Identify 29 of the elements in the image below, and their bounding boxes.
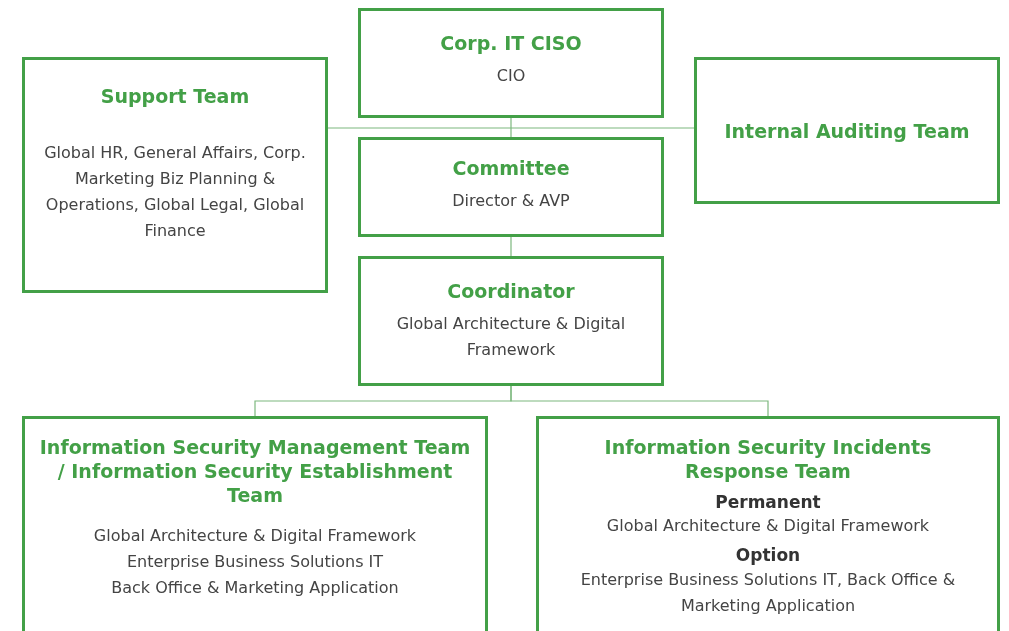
- org-box: [22, 416, 488, 631]
- connector-line: [510, 117, 512, 138]
- connector-line: [510, 385, 769, 417]
- subheading: Option: [735, 544, 801, 567]
- connector-line: [327, 127, 695, 129]
- box-title: Support Team: [100, 84, 250, 108]
- box-text: Global Architecture & Digital Framework: [606, 515, 930, 537]
- box-title: Corp. IT CISO: [440, 31, 582, 55]
- box-title: Committee: [452, 156, 570, 180]
- org-box: [358, 256, 664, 386]
- connector-line: [510, 236, 512, 257]
- org-box: [358, 137, 664, 237]
- subheading: Permanent: [715, 491, 821, 513]
- box-text: Enterprise Business Solutions IT: [126, 551, 384, 573]
- org-box: [694, 57, 1000, 204]
- box-text: CIO: [496, 65, 526, 87]
- org-box: [536, 416, 1000, 631]
- box-text: Global Architecture & Digital Framework: [395, 313, 627, 361]
- box-text: Back Office & Marketing Application: [111, 577, 399, 599]
- box-title: Coordinator: [447, 279, 575, 303]
- box-text: Global Architecture & Digital Framework: [93, 525, 417, 547]
- box-title: Information Security Incidents Response Team: [603, 435, 933, 483]
- box-text: Director & AVP: [452, 190, 570, 212]
- org-box: [22, 57, 328, 293]
- box-title: Information Security Management Team / Information Security Establishment Team: [38, 435, 472, 507]
- box-text: Enterprise Business Solutions IT, Back Office & Marketing Application: [579, 569, 957, 617]
- box-title: Internal Auditing Team: [724, 118, 970, 143]
- org-box: [358, 8, 664, 118]
- box-text: Global HR, General Affairs, Corp. Marketing Biz Planning & Operations, Global Legal, Global Finance: [43, 142, 307, 242]
